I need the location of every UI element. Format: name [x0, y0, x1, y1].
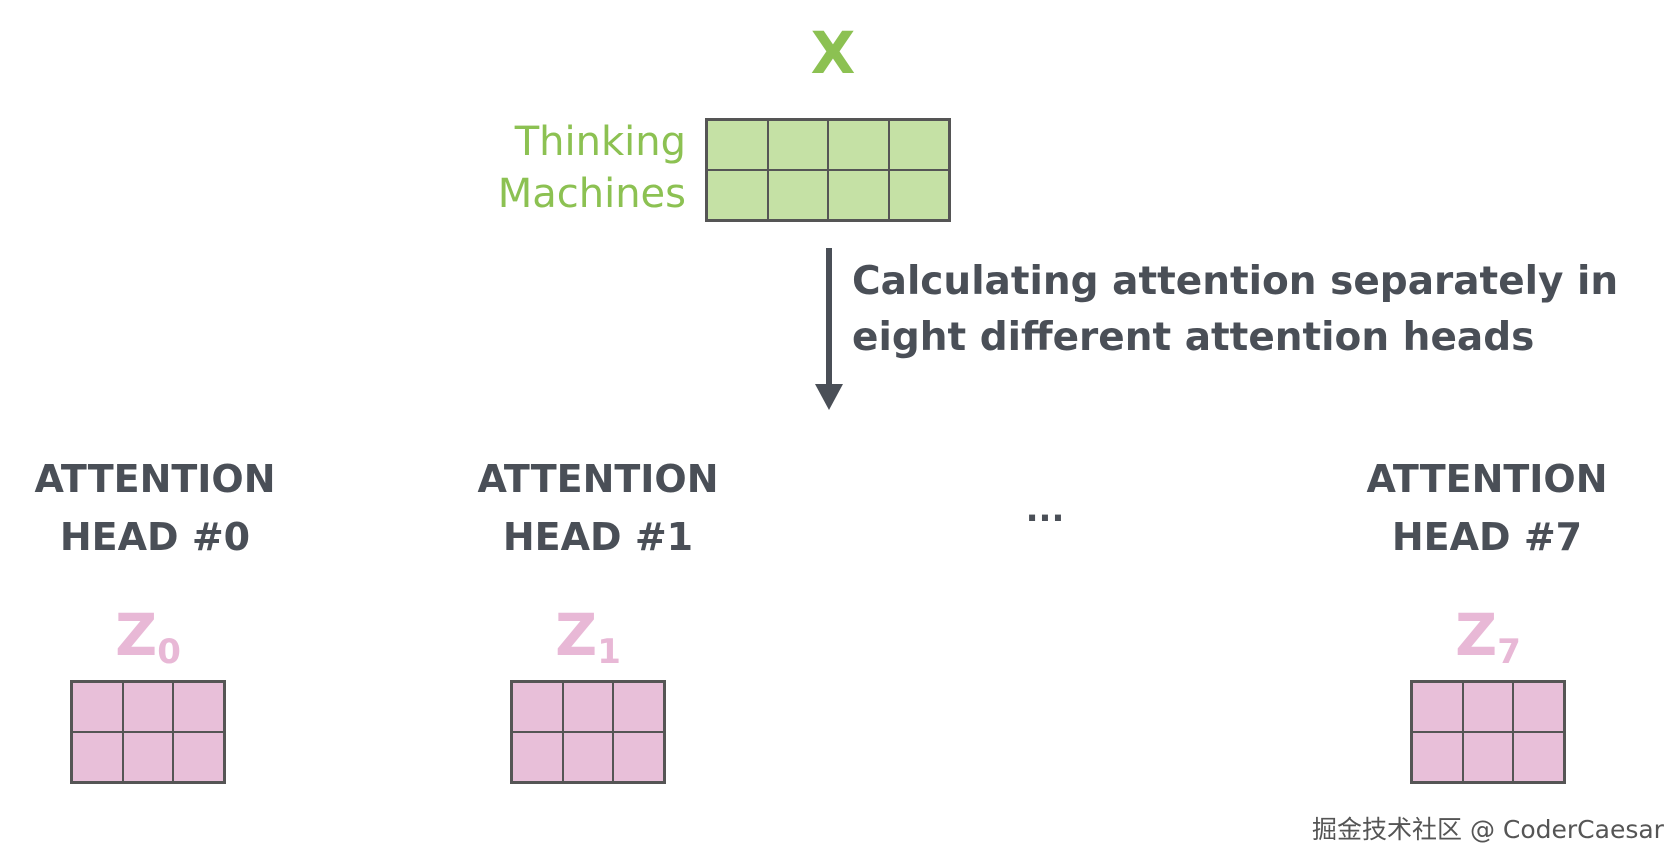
- head-label-line-2: HEAD #1: [502, 515, 694, 559]
- z-subscript: 0: [157, 632, 181, 672]
- matrix-cell: [613, 732, 664, 782]
- down-arrow-icon: [815, 384, 843, 410]
- matrix-cell: [1513, 732, 1564, 782]
- matrix-cell: [707, 120, 768, 170]
- input-words: Thinking Machines: [440, 116, 686, 220]
- matrix-cell: [562, 682, 614, 732]
- input-embedding-matrix: [705, 118, 951, 222]
- z-letter: Z: [555, 601, 598, 669]
- z7-label: Z7: [1418, 600, 1558, 687]
- z-letter: Z: [115, 601, 158, 669]
- matrix-cell: [562, 732, 614, 782]
- matrix-cell: [72, 682, 123, 732]
- matrix-cell: [173, 732, 224, 782]
- head-label-line-1: ATTENTION: [34, 457, 276, 501]
- input-word-thinking: Thinking: [514, 119, 686, 165]
- matrix-cell: [828, 170, 889, 220]
- z0-output-matrix: [70, 680, 226, 784]
- head-label-line-2: HEAD #7: [1391, 515, 1583, 559]
- attention-head-1-label: ATTENTION HEAD #1: [458, 450, 738, 566]
- attention-head-7-label: ATTENTION HEAD #7: [1347, 450, 1627, 566]
- z1-output-matrix: [510, 680, 666, 784]
- watermark: 掘金技术社区 @ CoderCaesar: [1312, 815, 1664, 844]
- matrix-cell: [1513, 682, 1564, 732]
- z1-label: Z1: [518, 600, 658, 687]
- z-subscript: 1: [597, 632, 621, 672]
- matrix-cell: [767, 120, 828, 170]
- z-subscript: 7: [1497, 632, 1521, 672]
- matrix-cell: [828, 120, 889, 170]
- caption-line-1: Calculating attention separately in: [852, 259, 1619, 304]
- matrix-cell: [512, 732, 563, 782]
- matrix-cell: [613, 682, 664, 732]
- matrix-cell: [707, 170, 768, 220]
- matrix-cell: [72, 732, 123, 782]
- matrix-cell: [1412, 682, 1463, 732]
- matrix-cell: [1462, 732, 1514, 782]
- matrix-cell: [512, 682, 563, 732]
- matrix-cell: [122, 732, 174, 782]
- matrix-cell: [1462, 682, 1514, 732]
- matrix-cell: [888, 120, 949, 170]
- z0-label: Z0: [78, 600, 218, 687]
- input-word-machines: Machines: [497, 171, 686, 217]
- matrix-cell: [1412, 732, 1463, 782]
- matrix-cell: [173, 682, 224, 732]
- attention-head-0-label: ATTENTION HEAD #0: [15, 450, 295, 566]
- matrix-cell: [767, 170, 828, 220]
- head-label-line-1: ATTENTION: [477, 457, 719, 501]
- heads-ellipsis: ...: [1025, 490, 1065, 530]
- head-label-line-2: HEAD #0: [59, 515, 251, 559]
- input-matrix-label: X: [810, 19, 856, 87]
- z7-output-matrix: [1410, 680, 1566, 784]
- down-arrow-shaft: [826, 248, 832, 388]
- z-letter: Z: [1455, 601, 1498, 669]
- head-label-line-1: ATTENTION: [1366, 457, 1608, 501]
- matrix-cell: [888, 170, 949, 220]
- process-caption: Calculating attention separately in eigh…: [852, 254, 1652, 366]
- caption-line-2: eight different attention heads: [852, 315, 1535, 360]
- matrix-cell: [122, 682, 174, 732]
